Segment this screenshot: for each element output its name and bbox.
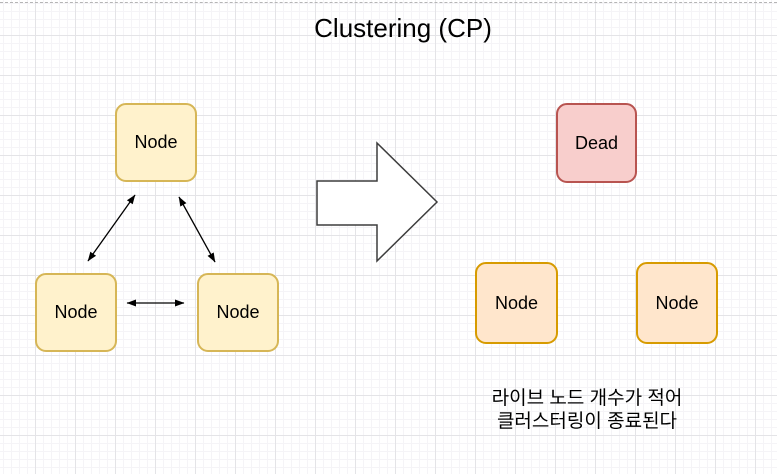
node-bottom-right-left-cluster[interactable]: Node [197,273,279,352]
node-label: Node [216,302,260,322]
diagram-title[interactable]: Clustering (CP) [314,13,492,43]
dead-node[interactable]: Dead [556,103,637,183]
node-bottom-left-left-cluster[interactable]: Node [35,273,117,352]
caption-text[interactable]: 라이브 노드 개수가 적어 클러스터링이 종료된다 [492,387,683,433]
edge-bottomleft-top[interactable] [87,194,136,262]
node-label: Node [54,302,98,322]
node-label: Node [494,292,539,313]
transition-block-arrow-icon[interactable] [316,141,439,263]
dead-node-label: Dead [574,132,619,153]
node-label: Node [134,132,178,152]
live-node-right[interactable]: Node [636,262,718,344]
node-top-left-cluster[interactable]: Node [115,103,197,182]
live-node-left[interactable]: Node [475,262,558,344]
node-label: Node [655,292,699,313]
caption-line-1: 라이브 노드 개수가 적어 [491,388,683,409]
page-boundary-dashed-line [0,2,777,3]
edge-top-bottomright[interactable] [178,196,216,263]
caption-line-2: 클러스터링이 종료된다 [496,411,678,432]
